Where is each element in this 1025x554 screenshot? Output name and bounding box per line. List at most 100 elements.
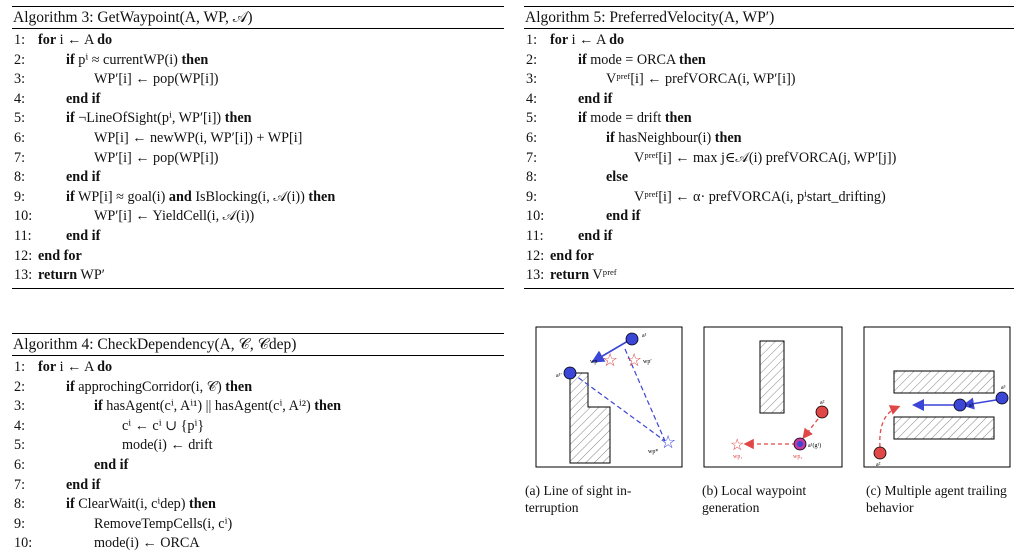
algorithm-line: 2: if pⁱ ≈ currentWP(i) then bbox=[12, 51, 504, 71]
line-code: else bbox=[606, 169, 629, 186]
line-number: 11: bbox=[526, 227, 544, 244]
line-code: Vᵖʳᵉᶠ[i] ← max j∈𝒜(i) prefVORCA(j, WP′[j… bbox=[634, 149, 897, 166]
algorithm-line: 13: return Vᵖʳᵉᶠ bbox=[524, 266, 1014, 286]
waypoint-star-icon: ☆ bbox=[626, 350, 642, 370]
line-code: end if bbox=[578, 227, 613, 244]
line-number: 13: bbox=[14, 267, 33, 284]
line-number: 9: bbox=[14, 515, 26, 532]
agent-marker bbox=[873, 446, 887, 460]
algorithm-line: 9:Vᵖʳᵉᶠ[i] ← α· prefVORCA(i, pⁱstart_dri… bbox=[524, 188, 1014, 208]
algorithm-line: 5:if mode = drift then bbox=[524, 109, 1014, 129]
figure-a-caption: (a) Line of sight in-terruption bbox=[525, 483, 632, 515]
figure-b: ☆ a² a¹(g¹) wp₁ wp₂ bbox=[700, 323, 850, 473]
obstacle bbox=[569, 372, 611, 464]
line-number: 12: bbox=[526, 247, 545, 264]
label-a1g1: a¹(g¹) bbox=[808, 442, 821, 449]
line-code: WP′[i] ← pop(WP[i]) bbox=[94, 71, 219, 88]
line-number: 12: bbox=[14, 247, 33, 264]
algorithm-line: 5:mode(i) ← drift bbox=[12, 436, 504, 456]
label-wp: wp bbox=[590, 359, 597, 365]
line-code: if pⁱ ≈ currentWP(i) then bbox=[66, 51, 209, 68]
figure-b-caption: (b) Local waypoint generation bbox=[702, 483, 807, 515]
line-number: 10: bbox=[14, 535, 33, 552]
algorithm-line: 1:for i ← A do bbox=[12, 358, 504, 378]
line-number: 8: bbox=[14, 169, 26, 186]
line-number: 4: bbox=[14, 417, 26, 434]
algorithm-line: 8: else bbox=[524, 168, 1014, 188]
line-code: Vᵖʳᵉᶠ[i] ← α· prefVORCA(i, pⁱstart_drift… bbox=[634, 188, 886, 205]
algorithm-3: Algorithm 3: GetWaypoint(A, WP, 𝒜) 1:for… bbox=[12, 6, 504, 289]
algorithm-3-title: Algorithm 3: GetWaypoint(A, WP, 𝒜) bbox=[13, 9, 253, 26]
algorithm-line: 11:end if bbox=[12, 227, 504, 247]
algorithm-line: 13: return WP′ bbox=[12, 266, 504, 286]
line-code: end for bbox=[38, 247, 82, 264]
algorithm-line: 6:if hasNeighbour(i) then bbox=[524, 129, 1014, 149]
path-arrow bbox=[962, 397, 997, 410]
algorithm-line: 10: end if bbox=[524, 207, 1014, 227]
label-a1prime: a¹′ bbox=[556, 373, 562, 379]
algorithm-4: Algorithm 4: CheckDependency(A, 𝒞, 𝒞dep)… bbox=[12, 333, 504, 554]
line-number: 2: bbox=[14, 378, 26, 395]
line-code: return WP′ bbox=[38, 267, 105, 284]
algorithm-4-title: Algorithm 4: CheckDependency(A, 𝒞, 𝒞dep) bbox=[13, 336, 297, 353]
label-a1: a¹ bbox=[642, 333, 647, 339]
algorithm-line: 7:end if bbox=[12, 476, 504, 496]
algorithm-line: 3:if hasAgent(cⁱ, Aⁱ¹) || hasAgent(cⁱ, A… bbox=[12, 397, 504, 417]
line-code: end if bbox=[66, 227, 101, 244]
agent-marker bbox=[625, 332, 639, 346]
agent-marker bbox=[815, 405, 829, 419]
line-number: 2: bbox=[14, 51, 26, 68]
algorithm-line: 2: if approchingCorridor(i, 𝒞) then bbox=[12, 378, 504, 398]
line-number: 6: bbox=[14, 456, 26, 473]
line-code: for i ← A do bbox=[38, 32, 113, 48]
algorithm-line: 7:WP′[i] ← pop(WP[i]) bbox=[12, 149, 504, 169]
path-arrow bbox=[879, 405, 901, 448]
line-code: mode(i) ← ORCA bbox=[94, 535, 200, 552]
line-code: end if bbox=[66, 90, 101, 107]
line-number: 5: bbox=[14, 110, 26, 127]
figure-b-frame bbox=[703, 326, 843, 468]
path-arrow bbox=[591, 340, 629, 363]
line-code: return Vᵖʳᵉᶠ bbox=[550, 267, 617, 284]
line-code: if ClearWait(i, cⁱdep) then bbox=[66, 496, 216, 513]
figure-a-diagram: ☆ ☆ ☆ a¹ a¹′ wp wp′ wp* bbox=[535, 326, 683, 468]
line-code: end if bbox=[606, 208, 641, 225]
algorithm-line: 3:WP′[i] ← pop(WP[i]) bbox=[12, 70, 504, 90]
label-wp2: wp₂ bbox=[793, 454, 802, 460]
figure-b-diagram: ☆ a² a¹(g¹) wp₁ wp₂ bbox=[703, 326, 843, 468]
figure-c-diagram: a³ a¹ a² bbox=[863, 326, 1011, 468]
line-number: 10: bbox=[526, 208, 545, 225]
algorithm-line: 4:end if bbox=[524, 90, 1014, 110]
line-code: end if bbox=[578, 90, 613, 107]
algorithm-line: 5:if ¬LineOfSight(pⁱ, WP′[i]) then bbox=[12, 109, 504, 129]
path-arrow bbox=[802, 418, 819, 440]
label-wpprime: wp′ bbox=[643, 359, 652, 365]
line-code: RemoveTempCells(i, cⁱ) bbox=[94, 515, 233, 532]
line-number: 13: bbox=[526, 267, 545, 284]
algorithm-line: 3:Vᵖʳᵉᶠ[i] ← prefVORCA(i, WP′[i]) bbox=[524, 70, 1014, 90]
algorithm-line: 7:Vᵖʳᵉᶠ[i] ← max j∈𝒜(i) prefVORCA(j, WP′… bbox=[524, 149, 1014, 169]
line-code: if approchingCorridor(i, 𝒞) then bbox=[66, 378, 253, 395]
sight-line bbox=[571, 372, 666, 442]
algorithm-line: 1:for i ← A do bbox=[12, 31, 504, 51]
line-code: WP′[i] ← YieldCell(i, 𝒜(i)) bbox=[94, 208, 255, 225]
algorithm-line: 8:if ClearWait(i, cⁱdep) then bbox=[12, 495, 504, 515]
line-code: end if bbox=[66, 169, 101, 186]
line-number: 7: bbox=[14, 476, 26, 493]
sight-line bbox=[624, 348, 666, 442]
line-number: 8: bbox=[526, 169, 538, 186]
algorithm-line: 2:if mode = ORCA then bbox=[524, 51, 1014, 71]
label-a2: a² bbox=[876, 462, 881, 468]
line-code: WP′[i] ← pop(WP[i]) bbox=[94, 149, 219, 166]
algorithm-line: 9:if WP[i] ≈ goal(i) and IsBlocking(i, 𝒜… bbox=[12, 188, 504, 208]
figure-a: ☆ ☆ ☆ a¹ a¹′ wp wp′ wp* bbox=[530, 323, 690, 473]
line-number: 1: bbox=[526, 32, 538, 48]
agent-marker bbox=[797, 441, 803, 447]
line-code: end if bbox=[94, 456, 129, 473]
line-code: WP[i] ← newWP(i, WP′[i]) + WP[i] bbox=[94, 129, 303, 146]
label-a2: a² bbox=[820, 400, 825, 406]
corridor-wall bbox=[893, 416, 995, 440]
line-code: end for bbox=[550, 247, 594, 264]
waypoint-star-icon: ☆ bbox=[602, 350, 618, 370]
